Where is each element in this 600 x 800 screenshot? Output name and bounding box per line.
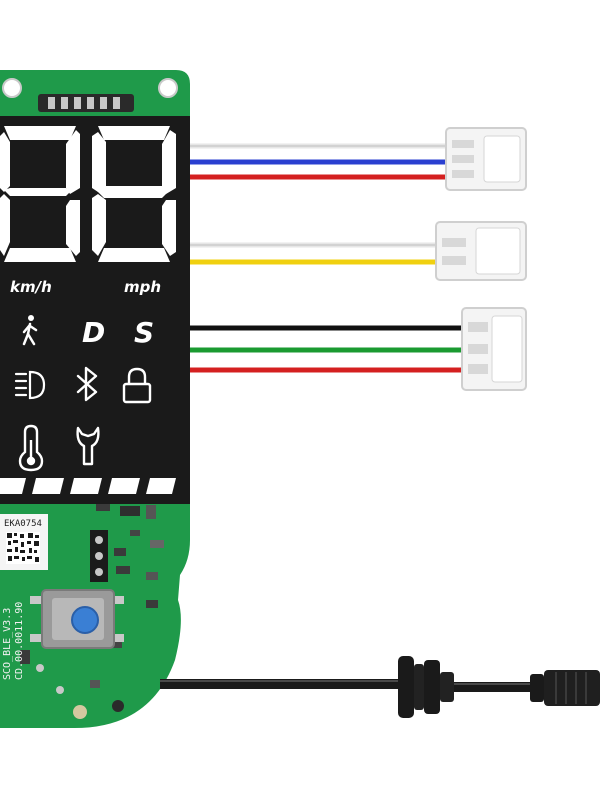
speed-digit-ones bbox=[92, 126, 176, 262]
bluetooth-icon bbox=[76, 366, 98, 402]
headlight-icon bbox=[14, 370, 46, 400]
mount-hole-right bbox=[158, 78, 178, 98]
cable-grommet bbox=[398, 656, 454, 718]
unit-kmh-label: km/h bbox=[10, 278, 52, 296]
lock-icon bbox=[122, 367, 152, 404]
unit-mph-label: mph bbox=[124, 278, 161, 296]
connector-harness-2 bbox=[190, 221, 527, 281]
mount-hole-left bbox=[2, 78, 22, 98]
board-label: SCO_BLE_V3.3 bbox=[2, 608, 13, 680]
main-cable bbox=[160, 656, 600, 718]
mode-s-label: S bbox=[134, 316, 154, 349]
connector-harness-3 bbox=[190, 307, 527, 391]
board-code: CD.00.0011.90 bbox=[14, 602, 25, 680]
walk-icon bbox=[22, 315, 38, 346]
sticker-code: EKA0754 bbox=[4, 519, 42, 529]
qr-sticker: EKA0754 bbox=[0, 514, 48, 570]
qr-code bbox=[6, 532, 40, 564]
cable-plug bbox=[530, 670, 600, 706]
mode-d-label: D bbox=[82, 316, 105, 349]
wrench-icon bbox=[76, 426, 100, 466]
tactile-switch bbox=[30, 589, 124, 649]
power-button[interactable] bbox=[71, 606, 99, 634]
lcd-display: km/h mph D S bbox=[0, 116, 190, 504]
header-pads bbox=[90, 530, 108, 582]
battery-level-bars bbox=[0, 478, 176, 494]
pin-header bbox=[38, 94, 134, 112]
smd-components bbox=[20, 503, 164, 719]
connector-harness-1 bbox=[190, 127, 527, 191]
speed-digit-tens bbox=[0, 126, 80, 262]
thermometer-icon bbox=[18, 424, 44, 472]
